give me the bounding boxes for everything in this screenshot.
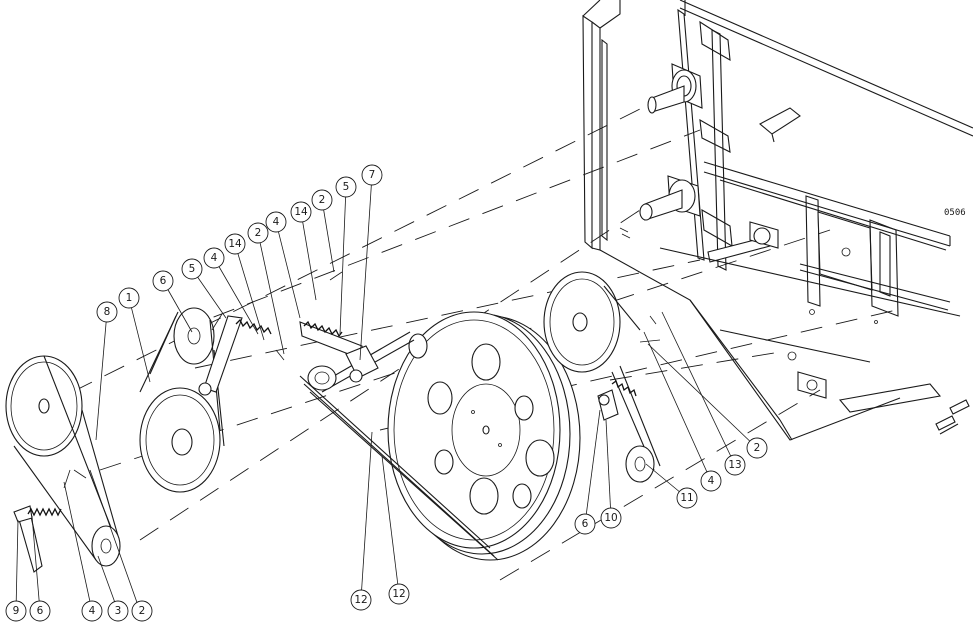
callout-label: 5 xyxy=(189,263,196,275)
callout-balloon: 9 xyxy=(5,600,27,622)
callout-balloon: 4 xyxy=(81,600,103,622)
callout-label: 1 xyxy=(126,292,133,304)
callout-label: 8 xyxy=(104,306,111,318)
callout-label: 5 xyxy=(343,181,350,193)
callout-label: 2 xyxy=(319,194,326,206)
callout-balloon: 2 xyxy=(311,189,333,211)
left-pulley-assembly xyxy=(5,355,121,573)
callout-balloon: 2 xyxy=(131,600,153,622)
callout-balloon: 2 xyxy=(746,437,768,459)
middle-left-pulley-assembly xyxy=(139,307,285,493)
right-pulley-assembly xyxy=(543,271,661,483)
callout-label: 6 xyxy=(582,518,589,530)
callout-balloon: 14 xyxy=(224,233,246,255)
callout-balloon: 5 xyxy=(335,176,357,198)
callout-balloon: 12 xyxy=(350,589,372,611)
callout-balloon: 1 xyxy=(118,287,140,309)
callout-balloon: 4 xyxy=(203,247,225,269)
callout-balloon: 11 xyxy=(676,487,698,509)
callout-balloon: 13 xyxy=(724,454,746,476)
callout-balloon: 2 xyxy=(247,222,269,244)
callout-balloon: 7 xyxy=(361,164,383,186)
callout-label: 7 xyxy=(369,169,376,181)
callout-label: 4 xyxy=(708,475,715,487)
callout-label: 6 xyxy=(160,275,167,287)
callout-label: 4 xyxy=(273,216,280,228)
drawing-code: 0506 xyxy=(944,208,966,218)
callout-balloon: 6 xyxy=(152,270,174,292)
callout-label: 2 xyxy=(754,442,761,454)
callout-balloon: 5 xyxy=(181,258,203,280)
callout-balloons: 8 1 6 5 4 14 2 4 14 2 5 7 9 6 4 3 2 12 1… xyxy=(5,164,768,622)
callout-label: 10 xyxy=(604,512,617,524)
callout-balloon: 6 xyxy=(574,513,596,535)
assembly-axis-lines xyxy=(39,103,906,581)
callout-balloon: 14 xyxy=(290,201,312,223)
machine-frame xyxy=(582,0,973,441)
callout-balloon: 3 xyxy=(107,600,129,622)
large-pulley-assembly xyxy=(299,271,581,561)
callout-label: 6 xyxy=(37,605,44,617)
callout-label: 11 xyxy=(680,492,693,504)
callout-label: 12 xyxy=(354,594,367,606)
callout-label: 2 xyxy=(255,227,262,239)
callout-label: 3 xyxy=(115,605,122,617)
callout-label: 14 xyxy=(294,206,308,218)
callout-label: 4 xyxy=(89,605,96,617)
callout-label: 12 xyxy=(392,588,405,600)
leader-lines xyxy=(15,174,758,612)
callout-balloon: 6 xyxy=(29,600,51,622)
callout-label: 13 xyxy=(728,459,741,471)
callout-label: 9 xyxy=(13,605,20,617)
callout-balloon: 4 xyxy=(700,470,722,492)
callout-balloon: 4 xyxy=(265,211,287,233)
callout-balloon: 12 xyxy=(388,583,410,605)
callout-label: 4 xyxy=(211,252,218,264)
callout-balloon: 8 xyxy=(96,301,118,323)
callout-label: 14 xyxy=(228,238,242,250)
callout-label: 2 xyxy=(139,605,146,617)
callout-balloon: 10 xyxy=(600,507,622,529)
